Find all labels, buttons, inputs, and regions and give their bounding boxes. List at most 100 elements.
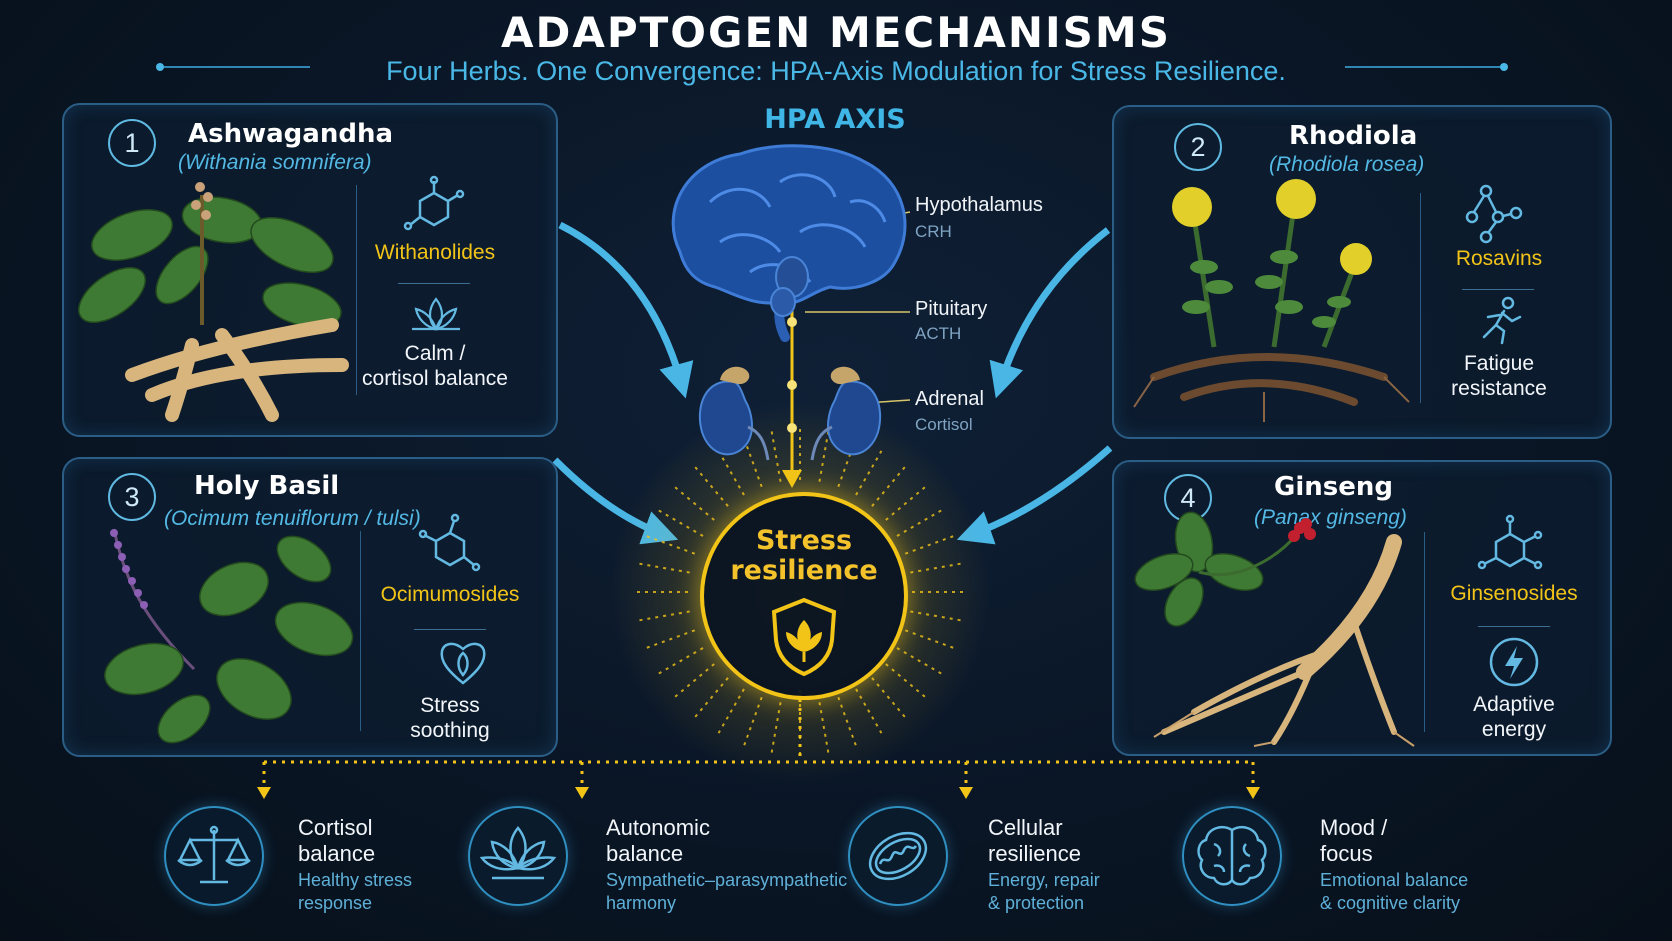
glow-ray: [855, 688, 885, 738]
herb-name-rhodiola: Rhodiola: [1289, 121, 1418, 151]
rhodiola-plant-illustration: [1133, 179, 1410, 422]
effect-ashwagandha: Calm / cortisol balance: [362, 342, 508, 390]
glow-ray: [670, 483, 715, 521]
glow-ray: [885, 483, 930, 521]
molecule-icon: [418, 513, 481, 572]
herb-scientific-ashwagandha: (Withania somnifera): [178, 151, 372, 174]
outcome-mood-focus-circle: [1182, 806, 1282, 906]
glow-ray: [670, 663, 715, 701]
scales-icon: [177, 825, 251, 884]
brain-illustration: [671, 144, 907, 342]
page-subtitle: Four Herbs. One Convergence: HPA-Axis Mo…: [386, 56, 1286, 86]
running-figure-icon: [1482, 296, 1522, 345]
hormone-cortisol: Cortisol: [915, 415, 973, 434]
effect-ginseng: Adaptive energy: [1473, 693, 1555, 741]
glow-ray: [871, 677, 909, 722]
outcome-cellular-resilience-circle: [848, 806, 948, 906]
page-title: ADAPTOGEN MECHANISMS: [501, 8, 1171, 57]
glow-ray: [634, 561, 690, 574]
glow-ray: [871, 462, 909, 507]
title-rule-dot-right: [1500, 63, 1508, 71]
molecule-icon: [1477, 514, 1543, 570]
hormone-crh: CRH: [915, 222, 952, 241]
herb-name-holy-basil: Holy Basil: [194, 471, 340, 501]
compound-withanolides: Withanolides: [374, 241, 496, 264]
herb-number-1: 1: [108, 119, 156, 167]
ashwagandha-plant-illustration: [78, 182, 349, 422]
herb-card-rhodiola: 2 Rhodiola (Rhodiola rosea) Rosavins Fat…: [1112, 105, 1612, 439]
glow-ray: [910, 610, 966, 623]
glow-ray: [837, 696, 859, 751]
glow-ray: [741, 696, 763, 751]
herb-card-ginseng: 4 Ginseng (Panax ginseng) Ginsenosides: [1112, 460, 1612, 756]
glow-ray: [896, 507, 946, 537]
herb-scientific-rhodiola: (Rhodiola rosea): [1269, 153, 1425, 176]
outcome-mood-focus-title: Mood /focus: [1320, 815, 1388, 866]
effect-holy-basil: Stress soothing: [410, 694, 490, 742]
outcome-cellular-resilience-sub: Energy, repair& protection: [988, 870, 1100, 913]
holy-basil-plant-illustration: [104, 528, 354, 744]
glow-ray: [634, 610, 690, 623]
herb-name-ginseng: Ginseng: [1274, 472, 1393, 502]
glow-ray: [741, 433, 763, 488]
glow-ray: [904, 629, 959, 651]
glow-ray: [715, 688, 745, 738]
herb-card-holy-basil: 3 Holy Basil (Ocimum tenuiflorum / tulsi…: [62, 457, 558, 757]
adrenal-kidneys-illustration: [698, 366, 882, 461]
outcome-cortisol-balance-circle: [164, 806, 264, 906]
brain-icon: [1197, 826, 1267, 886]
glow-ray: [818, 426, 831, 482]
organ-adrenal-label: Adrenal: [915, 388, 984, 410]
center-line-2: resilience: [730, 555, 878, 586]
outcome-mood-focus-sub: Emotional balance& cognitive clarity: [1320, 870, 1469, 913]
glow-ray: [855, 446, 885, 496]
glow-ray: [641, 629, 696, 651]
organ-pituitary-label: Pituitary: [915, 298, 988, 320]
herb-number-2: 2: [1174, 123, 1222, 171]
glow-ray: [654, 647, 704, 677]
arrow-ashwagandha-to-hpa: [558, 221, 694, 399]
glow-ray: [715, 446, 745, 496]
glow-ray: [691, 462, 729, 507]
lotus-icon: [479, 826, 557, 880]
glow-ray: [904, 533, 959, 555]
organ-hypothalamus-label: Hypothalamus: [915, 194, 1043, 216]
glow-ray: [691, 677, 729, 722]
herb-scientific-ginseng: (Panax ginseng): [1254, 506, 1407, 529]
lotus-icon: [412, 297, 460, 331]
glow-ray: [769, 426, 782, 482]
herb-number-3: 3: [108, 473, 156, 521]
herb-name-ashwagandha: Ashwagandha: [188, 119, 394, 149]
heart-leaf-icon: [440, 642, 486, 685]
hormone-acth: ACTH: [915, 324, 962, 343]
glow-ray: [910, 561, 966, 574]
hpa-axis-title: HPA AXIS: [764, 104, 906, 135]
glow-ray: [654, 507, 704, 537]
herb-scientific-holy-basil: (Ocimum tenuiflorum / tulsi): [164, 507, 421, 530]
molecule-icon: [403, 175, 465, 231]
molecule-icon: [1465, 184, 1523, 244]
arrow-rhodiola-to-hpa: [989, 227, 1111, 399]
title-rule-dot-left: [156, 63, 164, 71]
pituitary-illustration: [770, 256, 809, 317]
stress-resilience-hub: Stress resilience: [700, 492, 908, 700]
glow-ray: [896, 647, 946, 677]
outcome-autonomic-balance-circle: [468, 806, 568, 906]
mitochondria-icon: [868, 831, 928, 881]
title-rule-right: [1345, 66, 1505, 68]
shield-leaf-icon: [771, 597, 837, 677]
glow-ray: [818, 702, 831, 758]
lightning-icon: [1489, 637, 1539, 687]
glow-ray: [885, 663, 930, 701]
compound-ginsenosides: Ginsenosides: [1450, 582, 1578, 605]
center-line-1: Stress: [755, 525, 853, 556]
glow-ray: [837, 433, 859, 488]
ginseng-plant-illustration: [1134, 511, 1415, 747]
arrow-ginseng-to-center: [956, 445, 1113, 545]
herb-card-ashwagandha: 1 Ashwagandha (Withania somnifera) Witha…: [62, 103, 558, 437]
